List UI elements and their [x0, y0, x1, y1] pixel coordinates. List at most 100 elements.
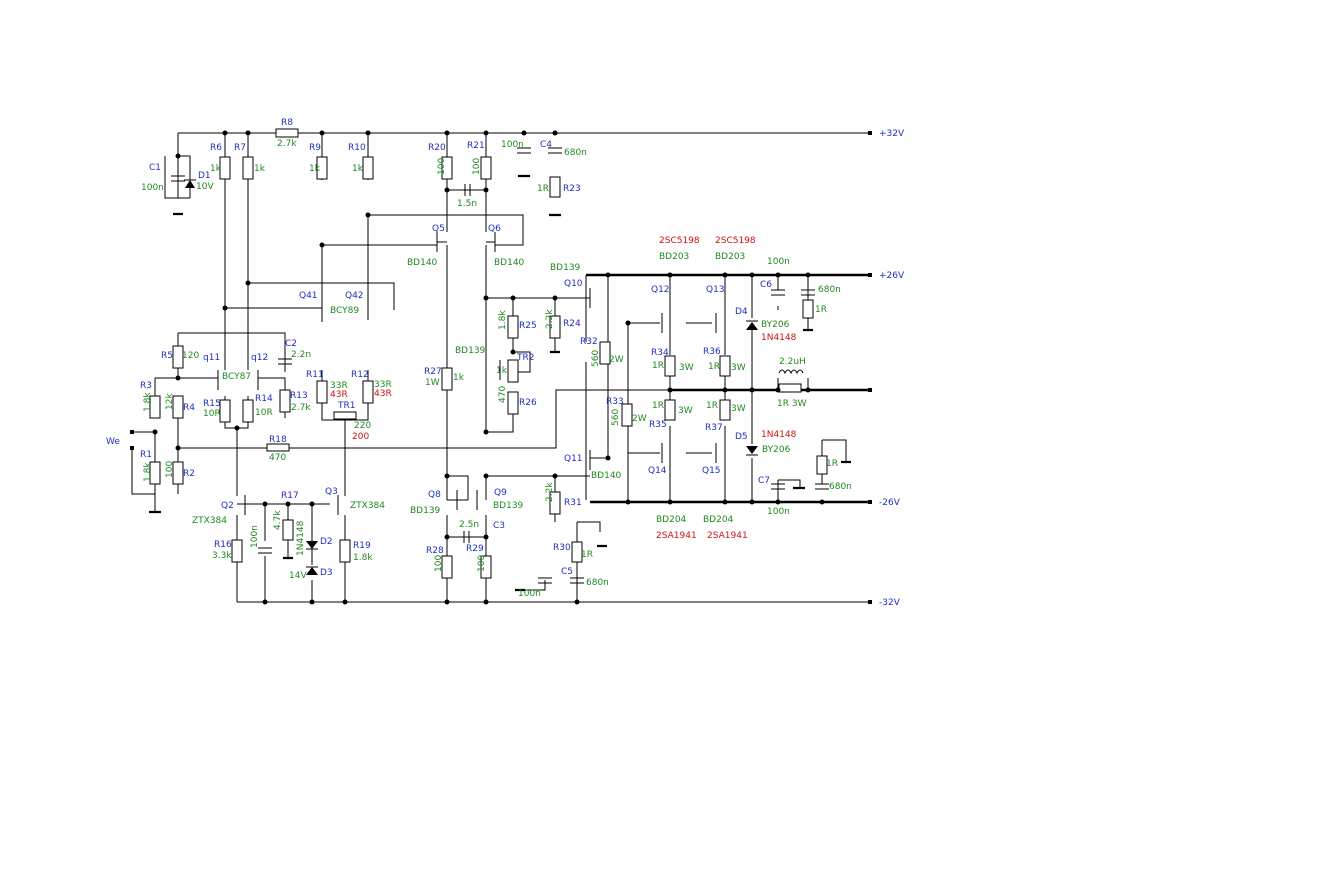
label-r1rb: 1R — [826, 459, 838, 469]
label-r12b: 43R — [374, 389, 392, 399]
label-r32: R32 — [580, 337, 598, 347]
label-c15: 1.5n — [457, 199, 477, 209]
label-r29v: 100 — [477, 555, 487, 572]
label-r28v: 100 — [434, 555, 444, 572]
label-q9: Q9 — [494, 488, 507, 498]
label-r24: R24 — [563, 319, 581, 329]
label-r3v: 1.8k — [143, 392, 153, 412]
label-q10: Q10 — [564, 279, 583, 289]
label-r18v: 470 — [269, 453, 286, 463]
label-d5: D5 — [735, 432, 748, 442]
label-r21: R21 — [467, 141, 485, 151]
label-r23: R23 — [563, 184, 581, 194]
label-r35v: 1R — [652, 401, 664, 411]
label-d3: D3 — [320, 568, 333, 578]
label-tr1: TR1 — [337, 401, 355, 411]
label-r34v: 1R — [652, 361, 664, 371]
label-q2: Q2 — [221, 501, 234, 511]
label-r37v: 1R — [706, 401, 718, 411]
label-r7v: 1k — [254, 164, 266, 174]
label-bcy87: BCY87 — [222, 372, 251, 382]
label-r3: R3 — [140, 381, 152, 391]
label-r17: R17 — [281, 491, 299, 501]
resistors — [149, 128, 828, 579]
label-q9t: BD139 — [493, 501, 524, 511]
label-bd203b: BD203 — [715, 252, 745, 262]
label-q3t: ZTX384 — [350, 501, 385, 511]
label-q15: Q15 — [702, 466, 721, 476]
label-n2sa2: 2SA1941 — [707, 531, 748, 541]
capacitors — [171, 147, 829, 584]
label-n2sc2: 2SC5198 — [715, 236, 756, 246]
label-c7v: 100n — [767, 507, 790, 517]
label-tr2v: 1k — [496, 366, 508, 376]
label-tr1a: 220 — [354, 421, 371, 431]
label-c25: 2.5n — [459, 520, 479, 530]
label-c6v: 100n — [767, 257, 790, 267]
label-r27w: 1k — [453, 373, 465, 383]
label-c680a: 680n — [818, 285, 841, 295]
label-q14: Q14 — [648, 466, 667, 476]
label-q13: Q13 — [706, 285, 725, 295]
label-r33v: 560 — [611, 409, 621, 426]
rail-label-neg26: -26V — [879, 498, 901, 508]
label-r1v: 1.8k — [143, 462, 153, 482]
label-r35w: 3W — [678, 406, 693, 416]
label-c6: C6 — [760, 280, 772, 290]
label-tr1b: 200 — [352, 432, 369, 442]
label-c100c: 100n — [518, 589, 541, 599]
label-r36: R36 — [703, 347, 721, 357]
label-r12a: 33R — [374, 380, 392, 390]
label-q11: Q11 — [564, 454, 583, 464]
label-r6: R6 — [210, 143, 222, 153]
label-r27: R27 — [424, 367, 442, 377]
label-r14: R14 — [255, 394, 273, 404]
label-r23v: 1R — [537, 184, 549, 194]
label-c2v: 2.2n — [291, 350, 311, 360]
label-r19: R19 — [353, 541, 371, 551]
semiconductors — [184, 179, 804, 575]
label-r2v: 100 — [165, 461, 175, 478]
label-r1ra: 1R — [815, 305, 827, 315]
rail-label-pos32: +32V — [879, 129, 905, 139]
label-r13v: 2.7k — [291, 403, 311, 413]
label-tr2: TR2 — [516, 353, 534, 363]
label-r5v: 120 — [182, 351, 199, 361]
rail-label-neg32: -32V — [879, 598, 901, 608]
label-r34: R34 — [651, 348, 669, 358]
label-bcy89: BCY89 — [330, 306, 359, 316]
label-r31: R31 — [564, 498, 582, 508]
label-r8v: 2.7k — [277, 139, 297, 149]
label-d4: D4 — [735, 307, 748, 317]
label-l1: 2.2uH — [779, 357, 806, 367]
label-d2v: 1N4148 — [296, 520, 306, 556]
label-d3v: 14V — [289, 571, 307, 581]
label-r24v: 2.2k — [545, 309, 555, 329]
label-d5a: BY206 — [762, 445, 791, 455]
label-q6: Q6 — [488, 224, 501, 234]
label-q5: Q5 — [432, 224, 445, 234]
label-r26v: 470 — [498, 386, 508, 403]
label-r11a: 33R — [330, 381, 348, 391]
label-r27v: 1W — [425, 378, 440, 388]
label-r37w: 3W — [731, 404, 746, 414]
label-r10v: 1k — [352, 164, 364, 174]
label-r36v: 1R — [708, 362, 720, 372]
label-bd203a: BD203 — [659, 252, 689, 262]
label-r9: R9 — [309, 143, 321, 153]
label-r29: R29 — [466, 544, 484, 554]
label-q3: Q3 — [325, 487, 338, 497]
label-d2: D2 — [320, 537, 333, 547]
label-bd139b: BD139 — [550, 263, 581, 273]
label-r4: R4 — [183, 403, 195, 413]
label-q8: Q8 — [428, 490, 441, 500]
label-q12: Q12 — [651, 285, 670, 295]
label-r2: R2 — [183, 469, 195, 479]
label-r8: R8 — [281, 118, 293, 128]
label-r35: R35 — [649, 420, 667, 430]
label-r4v: 12k — [165, 393, 175, 410]
label-c100b: 100n — [250, 525, 260, 548]
label-r33w: 2W — [632, 414, 647, 424]
